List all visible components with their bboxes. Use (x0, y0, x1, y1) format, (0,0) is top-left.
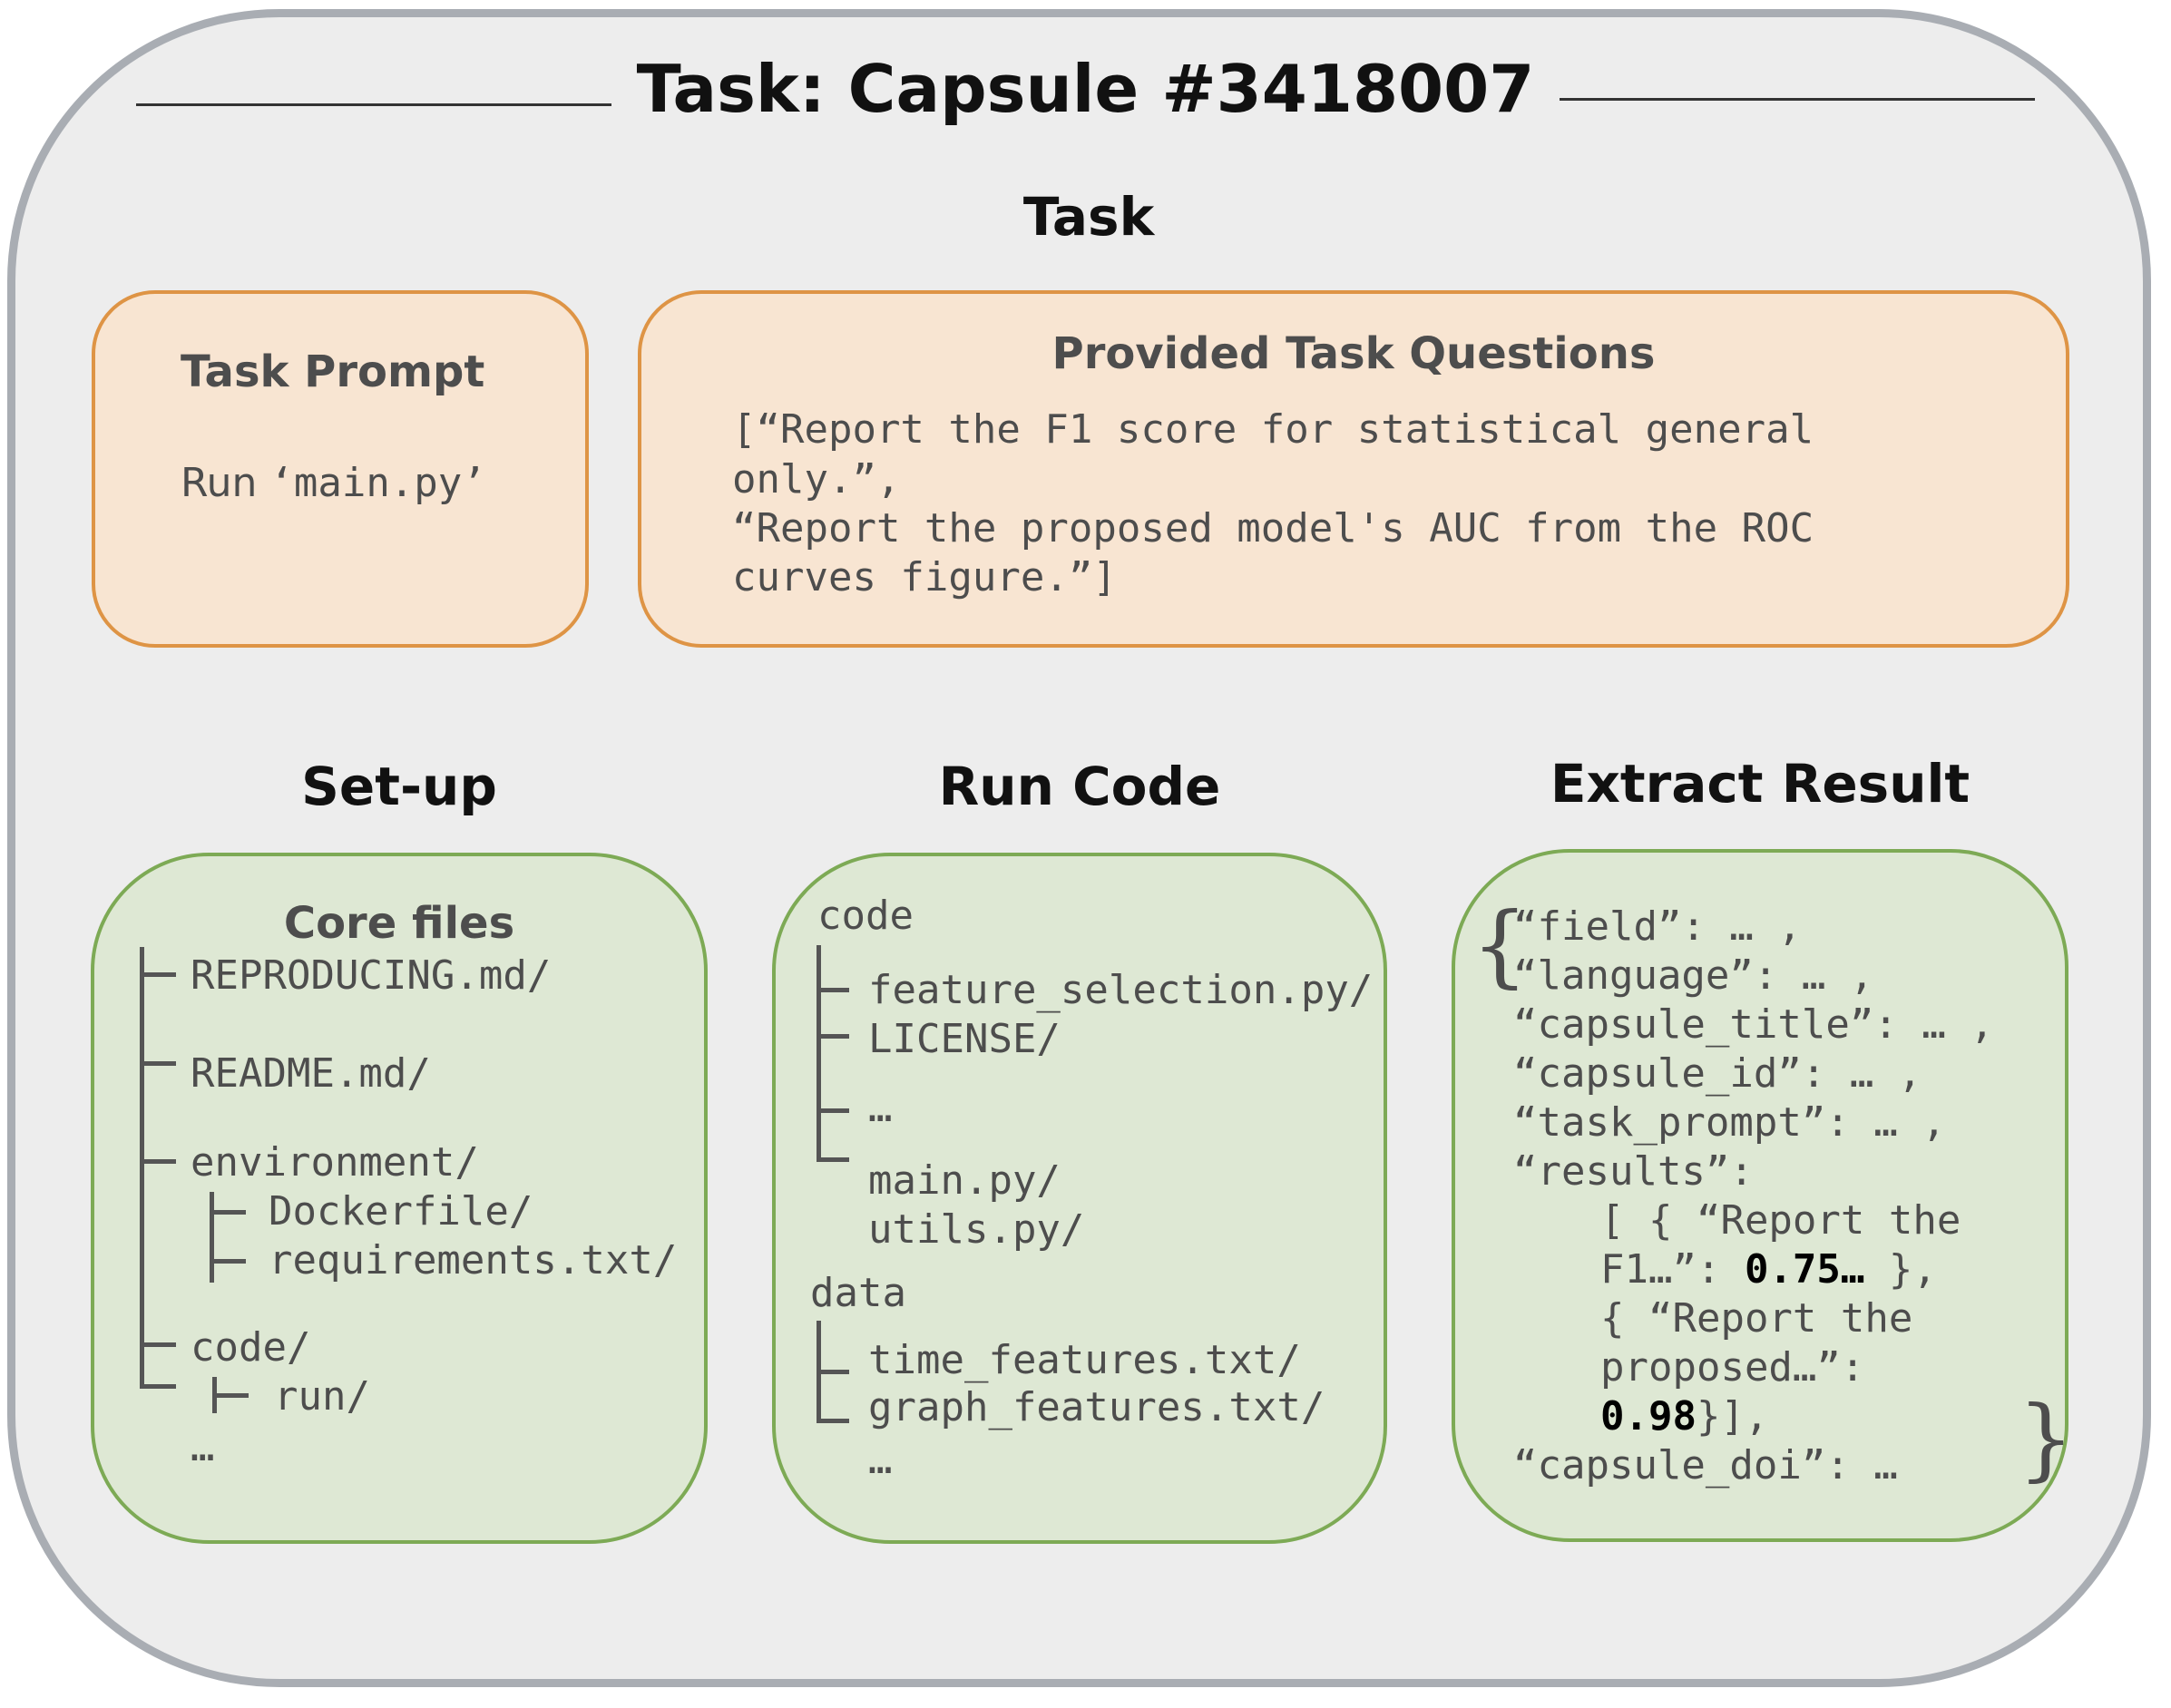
tree-branch (817, 1108, 849, 1113)
tree-branch (817, 988, 849, 992)
question-line-4: curves figure.”] (732, 554, 1117, 600)
data-file-2: graph_features.txt/ (868, 1384, 1325, 1430)
question-line-2: only.”, (732, 456, 901, 503)
file-readme: README.md/ (191, 1050, 431, 1097)
json-result-2b: proposed…”: (1600, 1344, 1865, 1391)
task-heading: Task (1022, 186, 1155, 248)
task-prompt-title: Task Prompt (181, 346, 485, 397)
json-result-1b-close: }, (1864, 1246, 1937, 1293)
code-file-2: LICENSE/ (868, 1016, 1061, 1062)
task-prompt-prefix: Run (181, 460, 270, 506)
setup-ellipsis: … (191, 1424, 215, 1470)
tree-branch (817, 1034, 849, 1039)
json-capsule-title: “capsule_title”: … , (1513, 1001, 1994, 1048)
file-reproducing: REPRODUCING.md/ (191, 952, 552, 999)
diagram-title-text: Task: Capsule #3418007 (611, 51, 1560, 127)
folder-run: run/ (274, 1373, 370, 1420)
json-capsule-id: “capsule_id”: … , (1513, 1050, 1922, 1097)
run-code-heading: Run Code (938, 756, 1221, 817)
json-result-1a: [ { “Report the (1600, 1197, 1961, 1244)
tree-subtrunk (210, 1192, 214, 1283)
task-prompt-code: ‘main.py’ (269, 460, 486, 506)
code-folder-label: code (817, 893, 914, 939)
json-field: “field”: … , (1513, 903, 1802, 950)
json-result-1b-key: F1…”: (1600, 1246, 1745, 1293)
setup-box: Core files REPRODUCING.md/ README.md/ en… (91, 853, 708, 1544)
data-folder-label: data (810, 1270, 906, 1316)
tree-branch (140, 1342, 176, 1347)
tree-branch (210, 1210, 246, 1215)
title-rule-left (136, 103, 653, 106)
task-prompt-box: Task Prompt Run ‘main.py’ (92, 290, 589, 648)
json-result-2c-close: }], (1696, 1393, 1769, 1440)
file-requirements: requirements.txt/ (269, 1237, 678, 1283)
tree-branch (817, 1157, 849, 1162)
code-file-1: feature_selection.py/ (868, 967, 1374, 1013)
extract-result-box: { } “field”: … , “language”: … , “capsul… (1452, 849, 2074, 1542)
data-ellipsis: … (868, 1437, 893, 1483)
core-files-title: Core files (283, 898, 515, 949)
diagram-title: Task: Capsule #3418007 (0, 51, 2171, 127)
json-result-1-value: 0.75… (1744, 1246, 1865, 1293)
code-file-3: … (868, 1085, 893, 1131)
tree-branch (817, 1370, 849, 1374)
json-result-2c: 0.98}], (1600, 1397, 1768, 1437)
json-task-prompt: “task_prompt”: … , (1513, 1099, 1946, 1146)
json-result-1b: F1…”: 0.75… }, (1600, 1250, 1937, 1290)
json-results: “results”: (1513, 1148, 1754, 1195)
run-code-box: code feature_selection.py/ LICENSE/ … ma… (772, 853, 1387, 1544)
tree-branch (210, 1259, 246, 1264)
tree-branch (140, 1159, 176, 1164)
question-line-3: “Report the proposed model's AUC from th… (732, 505, 1814, 551)
setup-heading: Set-up (301, 756, 497, 817)
data-file-1: time_features.txt/ (868, 1337, 1301, 1383)
tree-branch (140, 1384, 176, 1389)
task-questions-title: Provided Task Questions (1051, 328, 1656, 379)
code-file-5: utils.py/ (868, 1206, 1085, 1253)
code-file-4: main.py/ (868, 1157, 1061, 1204)
json-result-2a: { “Report the (1600, 1295, 1913, 1342)
file-dockerfile: Dockerfile/ (269, 1188, 533, 1235)
task-questions-box: Provided Task Questions [“Report the F1 … (638, 290, 2069, 648)
code-tree-trunk (817, 945, 821, 1159)
tree-branch (140, 1061, 176, 1066)
json-language: “language”: … , (1513, 952, 1874, 999)
tree-branch (817, 1419, 849, 1423)
folder-environment: environment/ (191, 1139, 479, 1186)
folder-code: code/ (191, 1324, 311, 1371)
tree-branch (140, 972, 176, 977)
json-result-2-value: 0.98 (1600, 1393, 1697, 1440)
extract-result-heading: Extract Result (1550, 753, 1971, 815)
tree-trunk (140, 947, 144, 1388)
close-brace: } (2018, 1388, 2075, 1491)
question-line-1: [“Report the F1 score for statistical ge… (732, 406, 1814, 453)
task-prompt-text: Run ‘main.py’ (181, 464, 486, 503)
json-capsule-doi: “capsule_doi”: … (1513, 1442, 1898, 1488)
title-rule-right (1513, 98, 2035, 101)
open-brace: { (1472, 894, 1529, 998)
tree-branch (212, 1393, 249, 1398)
